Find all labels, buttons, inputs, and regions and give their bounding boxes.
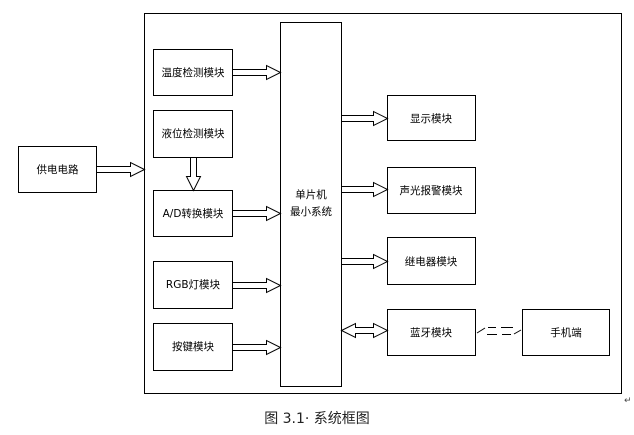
bluetooth-module-box bbox=[387, 309, 476, 356]
power-supply-label: 供电电路 bbox=[37, 163, 79, 176]
mcu-label-line1: 单片机 bbox=[295, 188, 327, 201]
temperature-module-label: 温度检测模块 bbox=[162, 66, 225, 79]
key-module-label: 按键模块 bbox=[172, 340, 214, 353]
temperature-to-mcu-arrow bbox=[232, 64, 282, 81]
wireless-link bbox=[476, 327, 522, 335]
relay-module-label: 继电器模块 bbox=[405, 255, 458, 268]
power-to-system-arrow bbox=[96, 161, 146, 178]
mcu-bluetooth-bidirectional-arrow bbox=[340, 322, 389, 339]
rgb-to-mcu-arrow bbox=[232, 277, 282, 294]
adc-module-label: A/D转换模块 bbox=[163, 207, 224, 220]
paragraph-mark-icon: ↵ bbox=[624, 396, 632, 406]
liquid-level-module-label: 液位检测模块 bbox=[162, 127, 225, 140]
phone-box bbox=[522, 309, 610, 356]
key-to-mcu-arrow bbox=[232, 339, 282, 356]
mcu-to-alarm-arrow bbox=[341, 181, 389, 198]
bluetooth-module-label: 蓝牙模块 bbox=[410, 327, 452, 339]
liquid-to-adc-arrow bbox=[185, 157, 202, 192]
system-frame bbox=[144, 13, 622, 394]
mcu-to-display-arrow bbox=[341, 110, 389, 127]
alarm-module-box bbox=[387, 167, 476, 214]
alarm-module-label: 声光报警模块 bbox=[400, 184, 463, 197]
mcu-box bbox=[280, 22, 342, 387]
phone-label: 手机端 bbox=[550, 326, 582, 339]
figure-caption: 图 3.1· 系统框图 bbox=[264, 411, 370, 427]
mcu-to-relay-arrow bbox=[341, 253, 389, 270]
mcu-label-line2: 最小系统 bbox=[290, 205, 332, 218]
adc-to-mcu-arrow bbox=[232, 205, 282, 222]
rgb-module-label: RGB灯模块 bbox=[166, 279, 221, 291]
display-module-label: 显示模块 bbox=[410, 113, 452, 125]
